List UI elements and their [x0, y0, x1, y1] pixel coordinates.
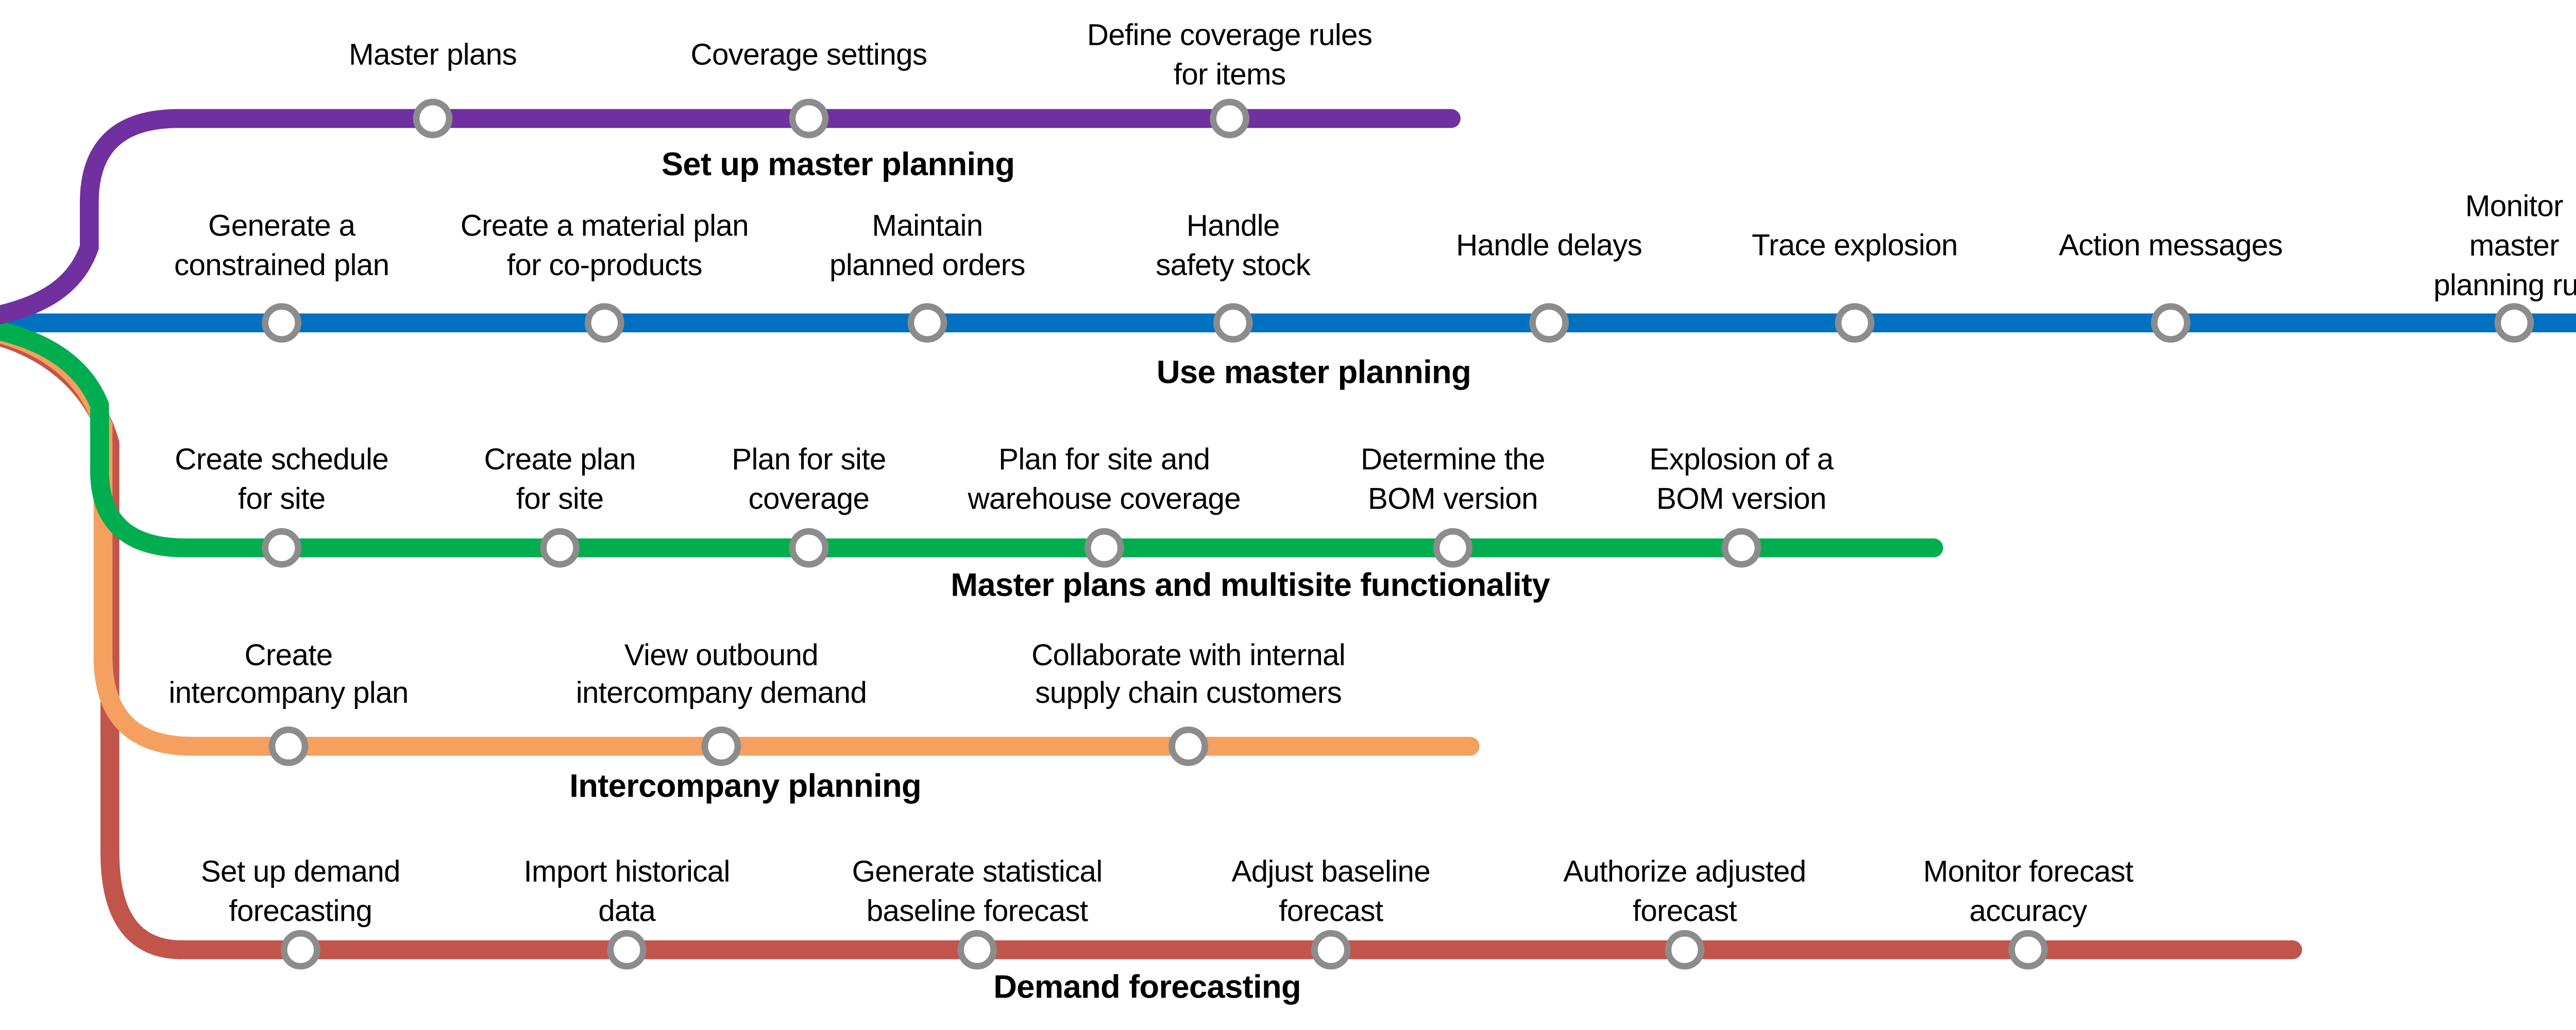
station-icon-master-plans-and-multisite-3: [789, 528, 829, 568]
station-icon-master-plans-and-multisite-1: [262, 528, 301, 568]
station-icon-use-master-planning-4: [1213, 303, 1253, 343]
stop-label-use-master-planning-1: Generate a constrained plan: [174, 208, 389, 282]
stop-label-demand-forecasting-4: Adjust baseline forecast: [1231, 854, 1431, 927]
station-icon-demand-forecasting-6: [2008, 930, 2048, 970]
station-icon-use-master-planning-7: [2150, 303, 2191, 343]
line-master-plans-and-multisite-path: [0, 321, 1943, 558]
stop-label-master-plans-and-multisite-1: Create schedule for site: [175, 442, 389, 515]
station-icon-master-plans-and-multisite-4: [1084, 528, 1124, 568]
stop-label-intercompany-planning-2: View outbound intercompany demand: [575, 636, 867, 711]
line-title-demand-forecasting: Demand forecasting: [993, 970, 1301, 1007]
station-icon-use-master-planning-5: [1529, 303, 1569, 343]
station-icon-demand-forecasting-1: [280, 930, 320, 970]
station-icon-demand-forecasting-5: [1665, 930, 1705, 970]
stop-label-master-plans-and-multisite-4: Plan for site and warehouse coverage: [968, 442, 1241, 515]
station-icon-use-master-planning-8: [2494, 303, 2534, 343]
stop-label-demand-forecasting-3: Generate statistical baseline forecast: [852, 854, 1103, 927]
stop-label-demand-forecasting-2: Import historical data: [523, 854, 730, 927]
station-icon-master-plans-and-multisite-6: [1721, 528, 1761, 568]
station-icon-master-plans-and-multisite-2: [540, 528, 580, 568]
station-icon-setup-master-planning-3: [1210, 98, 1249, 139]
stop-label-use-master-planning-3: Maintain planned orders: [829, 208, 1026, 282]
stop-label-setup-master-planning-2: Coverage settings: [690, 37, 928, 72]
station-icon-intercompany-planning-3: [1168, 726, 1208, 766]
station-icon-use-master-planning-1: [262, 303, 301, 343]
stop-label-master-plans-and-multisite-5: Determine the BOM version: [1361, 442, 1545, 515]
stop-label-use-master-planning-4: Handle safety stock: [1156, 208, 1311, 282]
station-icon-setup-master-planning-1: [413, 98, 453, 139]
station-icon-demand-forecasting-3: [957, 930, 997, 970]
line-setup-master-planning-path: [0, 109, 1461, 325]
line-title-use-master-planning: Use master planning: [1156, 355, 1471, 392]
stop-label-use-master-planning-8: Monitor master planning run: [2433, 189, 2576, 301]
line-title-setup-master-planning: Set up master planning: [661, 147, 1015, 184]
stop-label-demand-forecasting-1: Set up demand forecasting: [200, 854, 401, 927]
stop-label-use-master-planning-2: Create a material plan for co-products: [460, 208, 749, 282]
line-title-master-plans-and-multisite: Master plans and multisite functionality: [951, 568, 1550, 605]
stop-label-use-master-planning-7: Action messages: [2059, 228, 2283, 262]
stop-label-master-plans-and-multisite-6: Explosion of a BOM version: [1649, 442, 1834, 515]
station-icon-demand-forecasting-4: [1311, 930, 1351, 970]
stop-label-setup-master-planning-1: Master plans: [349, 37, 517, 72]
station-icon-use-master-planning-2: [584, 303, 624, 343]
stop-label-intercompany-planning-3: Collaborate with internal supply chain c…: [1031, 636, 1346, 711]
station-icon-setup-master-planning-2: [789, 98, 829, 139]
stop-label-setup-master-planning-3: Define coverage rules for items: [1087, 18, 1372, 91]
station-icon-master-plans-and-multisite-5: [1433, 528, 1473, 568]
station-icon-demand-forecasting-2: [607, 930, 647, 970]
line-title-intercompany-planning: Intercompany planning: [569, 769, 922, 806]
stop-label-master-plans-and-multisite-2: Create plan for site: [484, 442, 636, 515]
stop-label-demand-forecasting-5: Authorize adjusted forecast: [1563, 854, 1806, 927]
stop-label-use-master-planning-5: Handle delays: [1456, 228, 1642, 262]
stop-label-use-master-planning-6: Trace explosion: [1752, 228, 1958, 262]
station-icon-use-master-planning-6: [1835, 303, 1875, 343]
station-icon-intercompany-planning-1: [268, 726, 309, 766]
station-icon-intercompany-planning-2: [701, 726, 741, 766]
stop-label-master-plans-and-multisite-3: Plan for site coverage: [732, 442, 886, 515]
station-icon-use-master-planning-3: [907, 303, 947, 343]
stop-label-demand-forecasting-6: Monitor forecast accuracy: [1923, 854, 2133, 927]
stop-label-intercompany-planning-1: Create intercompany plan: [168, 636, 409, 711]
